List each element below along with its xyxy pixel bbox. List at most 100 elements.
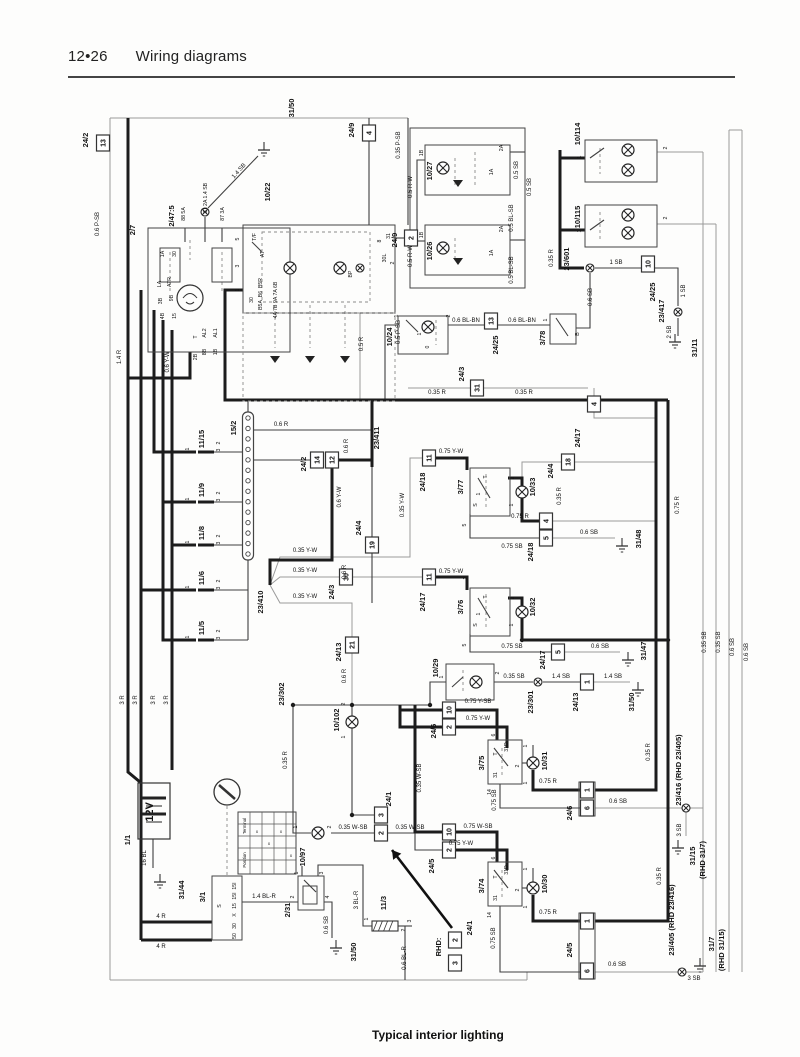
connector-icon <box>679 969 685 975</box>
pin-box <box>338 568 354 586</box>
label-30: 30 <box>232 923 238 929</box>
label--rhd-31-7-: (RHD 31/7) <box>698 841 707 879</box>
label-24-9: 24/9 <box>390 233 399 248</box>
pin-box-number: 21 <box>349 641 356 649</box>
fuse-terminal <box>245 488 251 494</box>
label-0-6-y-w: 0.6 Y-W <box>337 486 343 507</box>
label-b: B <box>575 332 581 336</box>
resistor-hatch <box>383 920 388 932</box>
label-3-bl-r: 3 BL-R <box>354 890 360 909</box>
component-outline <box>469 587 511 637</box>
wire-thick <box>595 400 658 792</box>
pin-box-number: 2 <box>446 848 453 852</box>
fuse-terminal <box>245 457 251 463</box>
rhd-callout-arrowhead <box>392 850 402 860</box>
label-23-405-rhd-23-416-: 23/405 (RHD 23/416) <box>667 884 676 956</box>
label-2: 2 <box>341 702 347 705</box>
connector-icon <box>202 209 208 215</box>
label-2: 2 <box>216 579 222 582</box>
switch-motor-icon <box>182 293 198 305</box>
pin-box-number: 2 <box>378 831 385 835</box>
label-1a: 1A <box>160 250 166 257</box>
wire-thin-gray <box>269 584 353 638</box>
pin-box-number: 13 <box>100 139 107 147</box>
wire-thick <box>128 352 192 380</box>
label-31: 31 <box>386 233 392 239</box>
component-outline-dashed <box>242 312 396 402</box>
label-s: S <box>473 503 479 507</box>
wire-thin <box>499 906 580 973</box>
door-contact-icon <box>340 356 350 363</box>
label-0-35-y-w: 0.35 Y-W <box>400 492 406 517</box>
door-contact-icon <box>305 356 315 363</box>
label-31-47: 31/47 <box>639 642 648 661</box>
label-23-301: 23/301 <box>526 691 535 714</box>
label-0-6-sb: 0.6 SB <box>580 530 598 536</box>
label-0-35-y-w: 0.35 Y-W <box>293 568 318 574</box>
label-1: 1 <box>341 735 347 738</box>
pin-box <box>538 529 554 547</box>
resistor-hatch <box>378 920 383 932</box>
label-0-75-sb: 0.75 SB <box>501 644 522 650</box>
label-x: x <box>256 829 259 834</box>
label-2: 2 <box>495 671 501 674</box>
label-10-24: 10/24 <box>385 327 394 347</box>
label-3b: 3B <box>158 297 164 304</box>
pin-box-number: 1 <box>584 680 591 684</box>
component-outline <box>487 861 523 907</box>
label-t: T <box>493 752 499 756</box>
label-0-6-r: 0.6 R <box>342 668 348 683</box>
bulb-icon <box>285 263 295 273</box>
label-0-6-r: 0.6 R <box>274 422 289 428</box>
label-10-102: 10/102 <box>332 709 341 732</box>
label-1: 1 <box>476 492 482 495</box>
label-0-75-y-w: 0.75 Y-W <box>439 569 464 575</box>
wire-thin <box>405 319 419 333</box>
label-0-75-y-w: 0.75 Y-W <box>466 716 491 722</box>
label-24-17: 24/17 <box>418 593 427 612</box>
label-terminal: Terminal <box>242 818 247 834</box>
label-1: 1 <box>185 635 191 638</box>
fuse-terminal <box>245 467 251 473</box>
section-title: Wiring diagrams <box>135 48 247 65</box>
label-1: 1 <box>235 288 241 291</box>
pin-box <box>579 912 595 930</box>
label-1a: 1A <box>489 168 495 175</box>
label-1: 1 <box>523 867 529 870</box>
bulb-icon <box>517 487 527 497</box>
pin-box-number: 4 <box>366 131 373 135</box>
label-1-1: 1/1 <box>123 835 132 845</box>
pin-box <box>579 781 595 799</box>
label-24-6: 24/6 <box>429 724 438 739</box>
label-2: 2 <box>446 314 452 317</box>
label-10-114: 10/114 <box>573 122 582 145</box>
component-outline <box>297 875 325 911</box>
ignition-key-icon <box>218 784 236 800</box>
label-1-sb: 1 SB <box>609 260 622 266</box>
label-0-6-sb: 0.6 SB <box>324 916 330 934</box>
wire-thin <box>429 681 446 705</box>
label-31-2a-1-4-sb: 31 2A 1.4 SB <box>203 182 209 213</box>
label-0-35-sb: 0.35 SB <box>702 631 708 652</box>
door-contact-icon <box>453 180 463 187</box>
label-bp: BP <box>348 270 354 277</box>
label-0-35-w-sb: 0.35 W-SB <box>339 825 368 831</box>
wire-thick <box>398 705 443 729</box>
label-t: T <box>483 595 489 599</box>
label-2-31: 2/31 <box>283 903 292 918</box>
label-2-7: 2/7 <box>128 225 137 235</box>
fuse-terminal <box>245 530 251 536</box>
label-1b: 1B <box>419 231 425 238</box>
component-outline <box>584 204 658 248</box>
label-6: 6 <box>491 856 497 859</box>
label-2: 2 <box>515 888 521 891</box>
wire-thin-gray <box>269 576 340 586</box>
wire-thin <box>477 597 491 619</box>
label-0-6-sb: 0.6 SB <box>591 644 609 650</box>
label-11-9: 11/9 <box>197 483 206 497</box>
label-9b: 9B <box>169 294 175 301</box>
wire-thick <box>531 770 580 792</box>
label-1: 1 <box>394 314 400 317</box>
component-outline <box>397 315 449 355</box>
label-b6: B6 <box>258 291 264 297</box>
